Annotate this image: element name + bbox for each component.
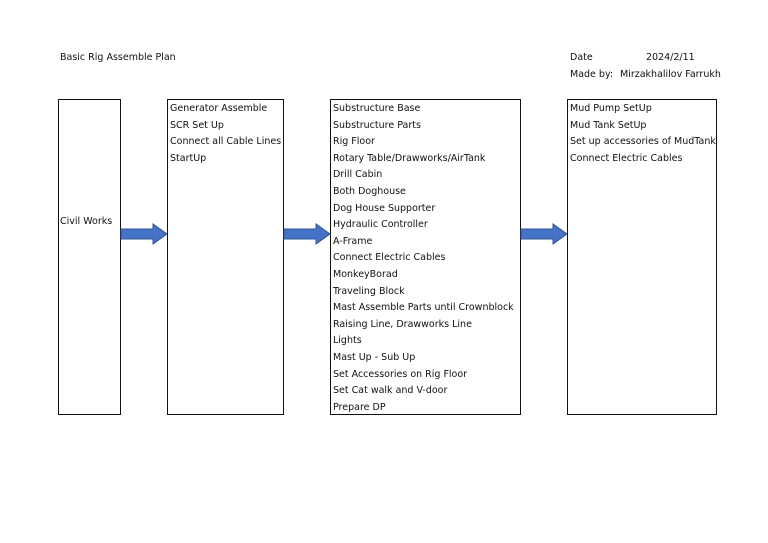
- rig-step: Drill Cabin: [333, 169, 383, 181]
- mud-step: Set up accessories of MudTank: [570, 136, 716, 148]
- arrow-shape: [120, 223, 168, 245]
- date-value: 2024/2/11: [646, 52, 695, 63]
- rig-step: Substructure Parts: [333, 119, 421, 131]
- rig-step: Set Cat walk and V-door: [333, 385, 448, 397]
- mud-step: Connect Electric Cables: [570, 152, 683, 164]
- rig-step: Rig Floor: [333, 136, 375, 148]
- rig-step: MonkeyBorad: [333, 268, 398, 280]
- rig-step: Traveling Block: [333, 285, 405, 297]
- arrow-shape: [520, 223, 568, 245]
- mud-system-list: Mud Pump SetUp Mud Tank SetUp Set up acc…: [569, 101, 716, 167]
- made-by-value: Mirzakhalilov Farrukh: [620, 69, 721, 80]
- mud-step: Mud Tank SetUp: [570, 119, 647, 131]
- rig-assembly-list: Substructure Base Substructure Parts Rig…: [332, 101, 514, 416]
- power-setup-box: Generator Assemble SCR Set Up Connect al…: [167, 99, 284, 415]
- power-step: SCR Set Up: [170, 119, 224, 131]
- power-step: Generator Assemble: [170, 103, 268, 114]
- arrow-power-to-rig: [283, 223, 331, 245]
- power-step: Connect all Cable Lines: [170, 136, 282, 148]
- arrow-civil-to-power: [120, 223, 168, 245]
- rig-step: Set Accessories on Rig Floor: [333, 368, 468, 380]
- rig-step: A-Frame: [333, 235, 373, 247]
- rig-step: Raising Line, Drawworks Line: [333, 318, 472, 330]
- mud-step: Mud Pump SetUp: [570, 103, 652, 114]
- rig-step: Dog House Supporter: [333, 202, 436, 214]
- rig-step: Rotary Table/Drawworks/AirTank: [333, 152, 486, 164]
- page-title: Basic Rig Assemble Plan: [60, 52, 176, 63]
- rig-step: Lights: [333, 335, 362, 347]
- rig-step: Hydraulic Controller: [333, 219, 428, 231]
- rig-step: Connect Electric Cables: [333, 252, 446, 264]
- rig-step: Mast Up - Sub Up: [333, 351, 416, 363]
- civil-works-label: Civil Works: [60, 216, 113, 227]
- civil-works-box: Civil Works: [58, 99, 121, 415]
- rig-step: Mast Assemble Parts until Crownblock: [333, 302, 514, 314]
- rig-step: Both Doghouse: [333, 185, 406, 197]
- rig-step: Prepare DP: [333, 401, 386, 413]
- rig-step: Substructure Base: [333, 103, 421, 114]
- power-step: StartUp: [170, 152, 207, 164]
- arrow-shape: [283, 223, 331, 245]
- date-label: Date: [570, 52, 593, 63]
- power-setup-list: Generator Assemble SCR Set Up Connect al…: [169, 101, 281, 167]
- arrow-rig-to-mud: [520, 223, 568, 245]
- made-by-label: Made by:: [570, 69, 614, 80]
- mud-system-box: Mud Pump SetUp Mud Tank SetUp Set up acc…: [567, 99, 717, 415]
- rig-assembly-box: Substructure Base Substructure Parts Rig…: [330, 99, 521, 415]
